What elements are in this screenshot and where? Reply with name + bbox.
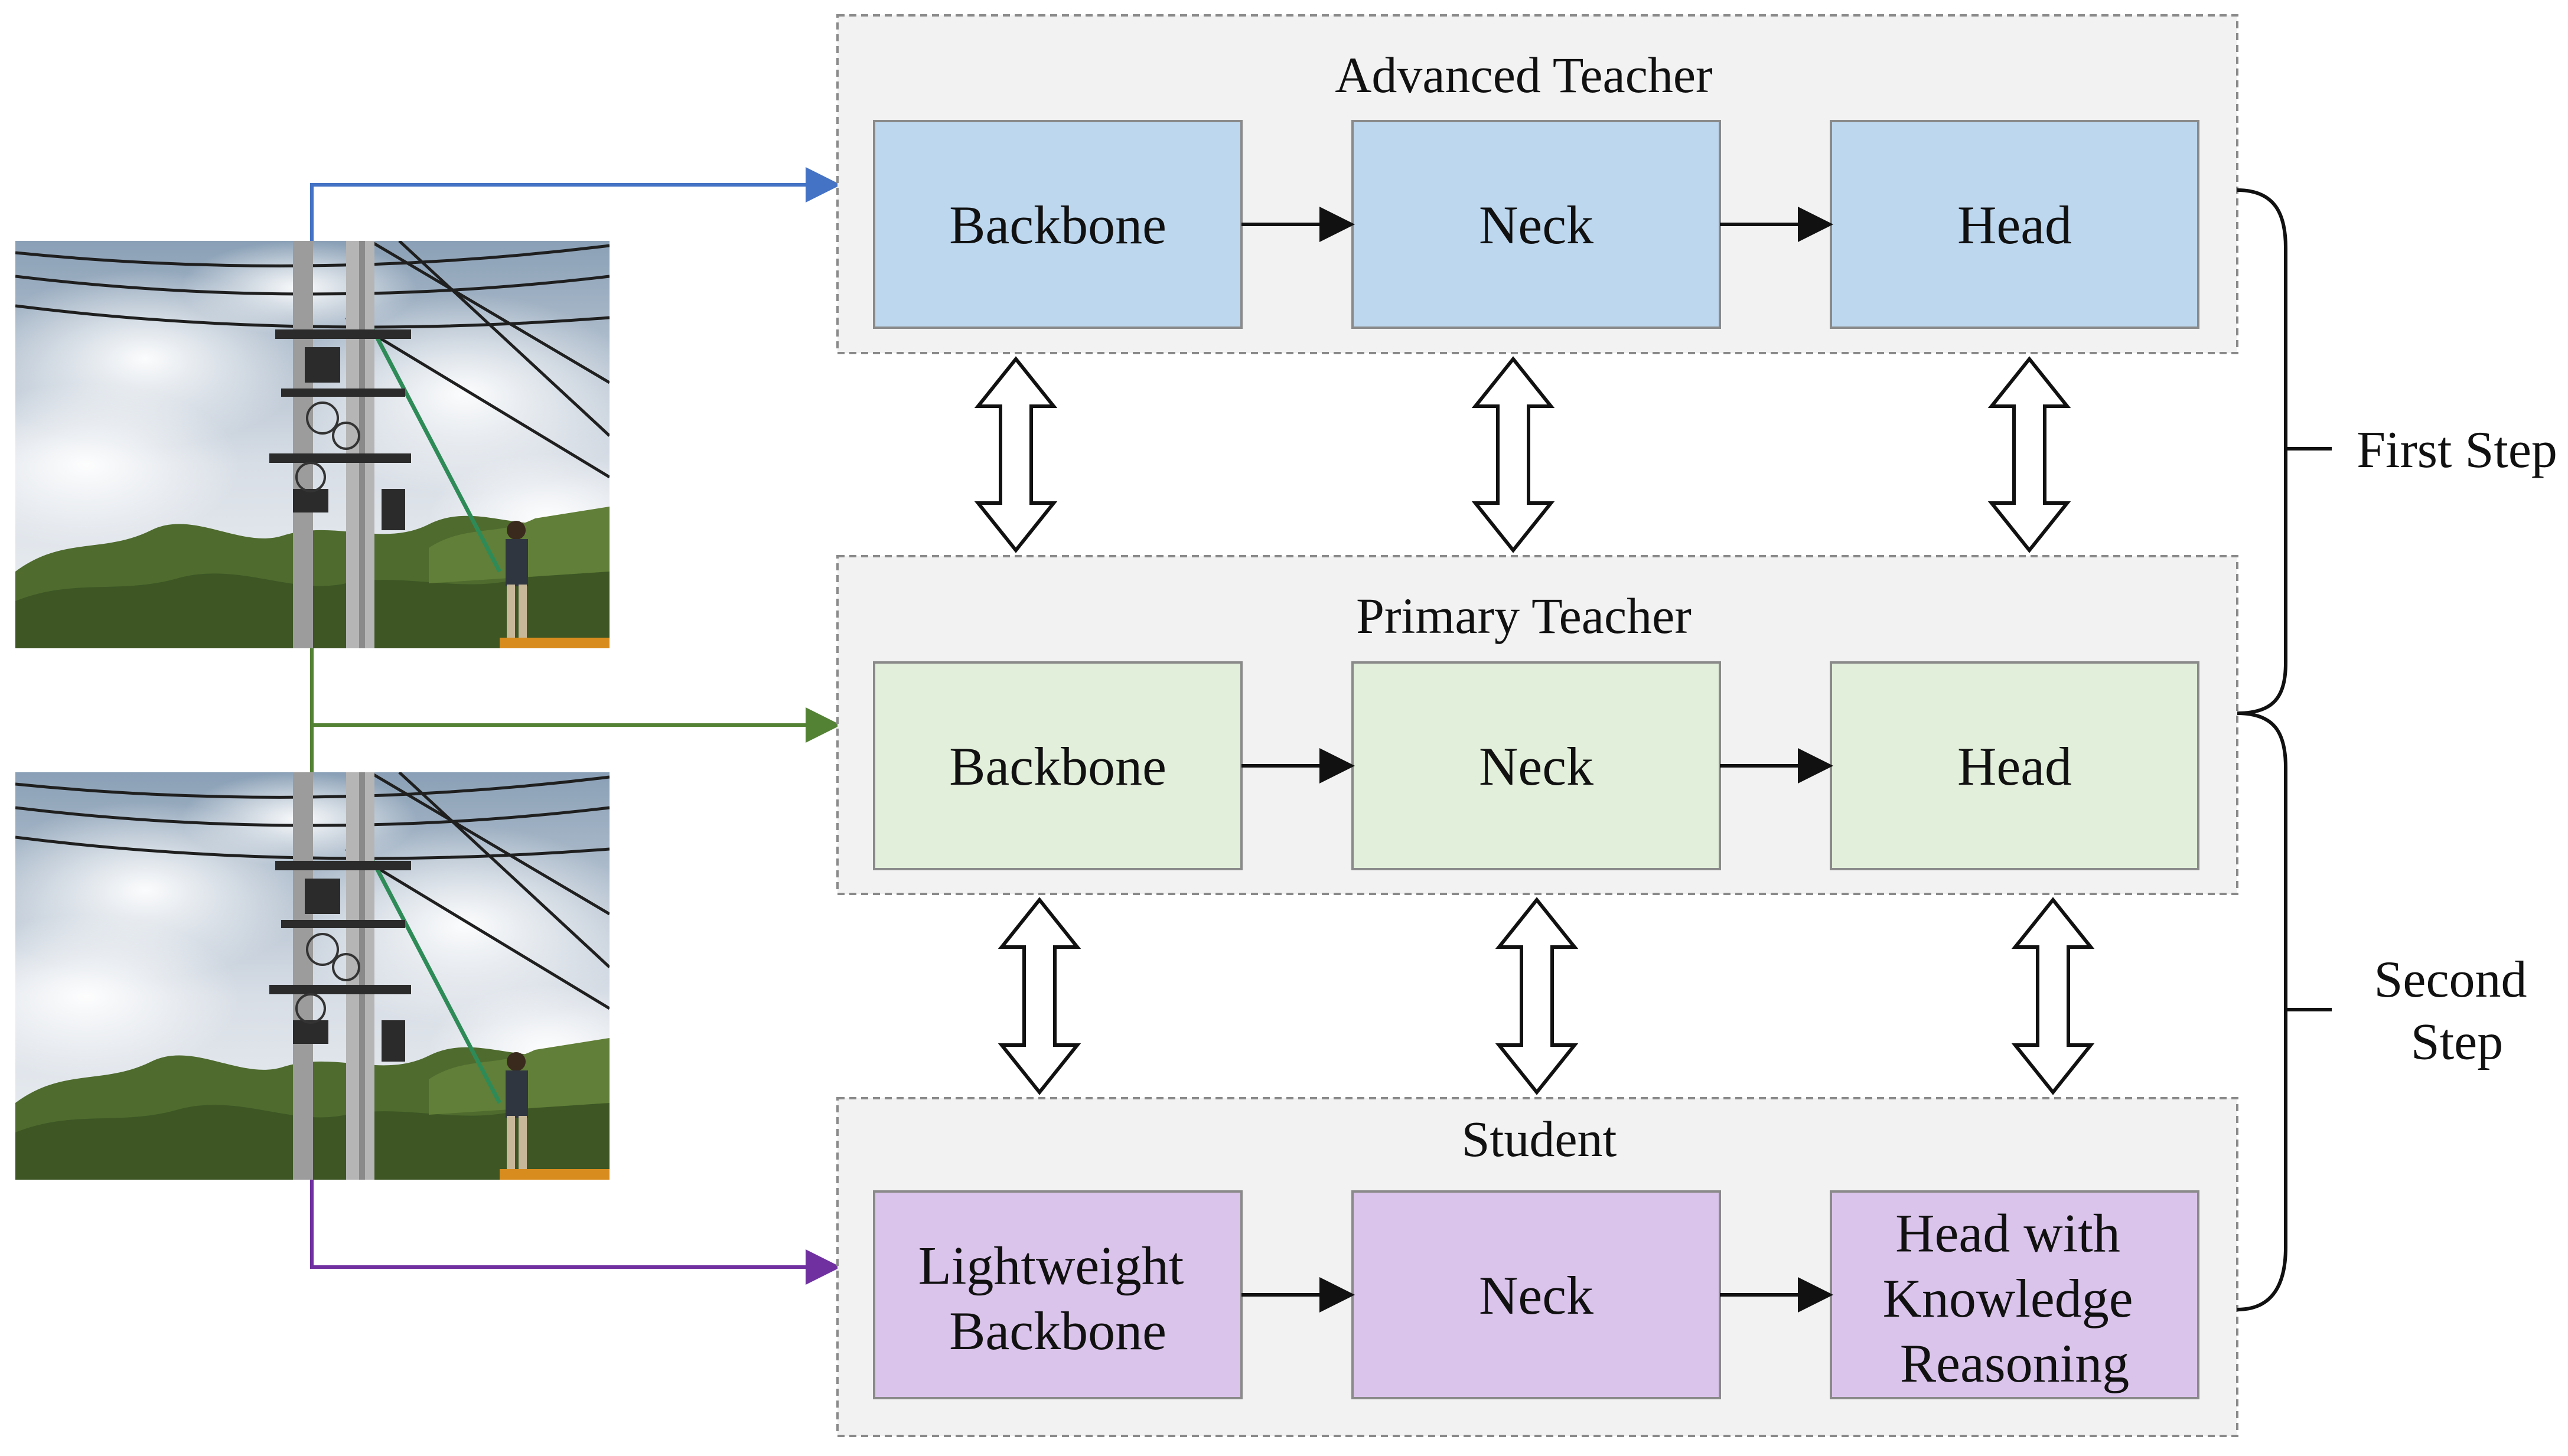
input-photo-top xyxy=(0,241,665,648)
input-arrow-student xyxy=(310,1180,841,1285)
primary-student-head-transfer-arrow xyxy=(2011,897,2095,1095)
student-neck-label: Neck xyxy=(1479,1265,1593,1326)
primary-neck-box xyxy=(1351,661,1721,870)
primary-student-neck-transfer-arrow xyxy=(1495,897,1579,1095)
module-flow-arrows xyxy=(1241,207,1833,1313)
advanced-primary-head-transfer-arrow xyxy=(1987,356,2071,553)
advanced-head-label: Head xyxy=(1957,195,2072,255)
power-pole-worker-photo-icon xyxy=(0,772,665,1180)
primary-head-label: Head xyxy=(1957,736,2072,796)
advanced-teacher-title: Advanced Teacher xyxy=(1335,47,1712,103)
power-pole-worker-photo-icon xyxy=(0,241,665,648)
first-step-brace xyxy=(2237,188,2287,715)
advanced-neck-label: Neck xyxy=(1479,195,1593,255)
student-backbone-box xyxy=(873,1190,1243,1399)
primary-backbone-box xyxy=(873,661,1243,870)
input-arrow-advanced xyxy=(310,167,841,241)
primary-backbone-label: Backbone xyxy=(949,736,1166,796)
advanced-backbone-label: Backbone xyxy=(949,195,1166,255)
advanced-primary-backbone-transfer-arrow xyxy=(974,356,1058,553)
student-head-label: Head with Knowledge Reasoning xyxy=(1882,1203,2146,1393)
advanced-neck-box xyxy=(1351,120,1721,329)
advanced-primary-neck-transfer-arrow xyxy=(1471,356,1555,553)
primary-student-backbone-transfer-arrow xyxy=(998,897,1081,1095)
primary-teacher-title: Primary Teacher xyxy=(1356,587,1692,644)
input-photo-bottom xyxy=(0,772,665,1180)
student-title: Student xyxy=(1462,1111,1617,1167)
student-head-box xyxy=(1830,1190,2199,1399)
advanced-backbone-box xyxy=(873,120,1243,329)
primary-neck-label: Neck xyxy=(1479,736,1593,796)
first-step-label: First Step xyxy=(2357,422,2557,479)
student-backbone-label: Lightweight Backbone xyxy=(918,1236,1198,1361)
primary-head-box xyxy=(1830,661,2199,870)
input-arrow-primary xyxy=(310,648,837,772)
transfer-arrows xyxy=(974,356,2095,1095)
second-step-brace xyxy=(2237,711,2287,1311)
second-step-label: Second Step xyxy=(2374,951,2540,1071)
